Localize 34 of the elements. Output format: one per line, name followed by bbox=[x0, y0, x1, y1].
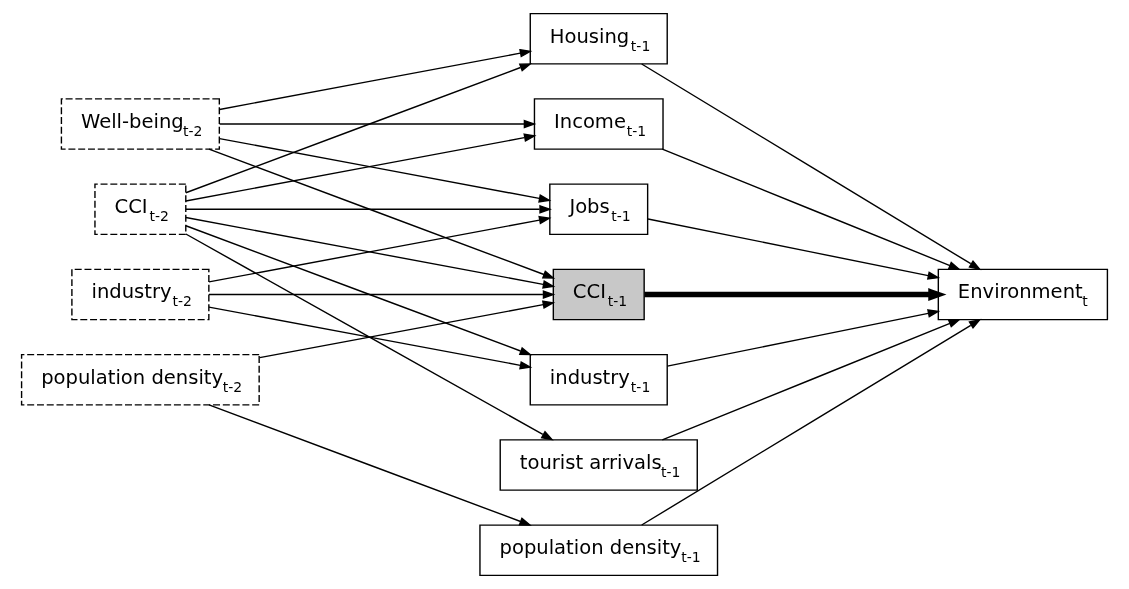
node-box: industry$_{t-1}$ bbox=[529, 353, 668, 406]
arrow bbox=[644, 288, 947, 301]
arrow bbox=[185, 204, 552, 214]
arrow bbox=[218, 137, 552, 203]
arrow bbox=[640, 318, 982, 526]
arrow bbox=[218, 119, 537, 129]
arrow bbox=[661, 318, 961, 441]
arrow bbox=[208, 290, 556, 299]
arrow bbox=[208, 148, 556, 279]
arrow bbox=[208, 404, 532, 526]
arrow bbox=[185, 233, 554, 441]
arrow bbox=[259, 300, 556, 359]
node-box: tourist arrivals$_{t-1}$ bbox=[499, 439, 698, 491]
node-box: Income$_{t-1}$ bbox=[533, 98, 664, 150]
node-box: population density$_{t-1}$ bbox=[479, 524, 719, 577]
arrow bbox=[647, 218, 941, 280]
arrow bbox=[640, 63, 982, 271]
arrow bbox=[185, 216, 556, 289]
node-box: CCI$_{t-2}$ bbox=[94, 183, 187, 236]
node-box: industry$_{t-2}$ bbox=[71, 268, 210, 321]
node-box: CCI$_{t-1}$ bbox=[552, 268, 645, 321]
arrow bbox=[185, 225, 533, 356]
node-box: Environment$_{t}$ bbox=[937, 268, 1109, 321]
arrow bbox=[208, 215, 552, 283]
arrow bbox=[208, 306, 533, 370]
arrow bbox=[666, 309, 941, 367]
node-box: Well-being$_{t-2}$ bbox=[60, 98, 221, 150]
node-box: Jobs$_{t-1}$ bbox=[549, 183, 649, 236]
arrow bbox=[661, 148, 961, 271]
arrow bbox=[185, 133, 537, 202]
arrow bbox=[185, 63, 533, 194]
node-box: population density$_{t-2}$ bbox=[20, 353, 260, 406]
node-box: Housing$_{t-1}$ bbox=[529, 12, 668, 65]
arrow bbox=[218, 48, 533, 111]
